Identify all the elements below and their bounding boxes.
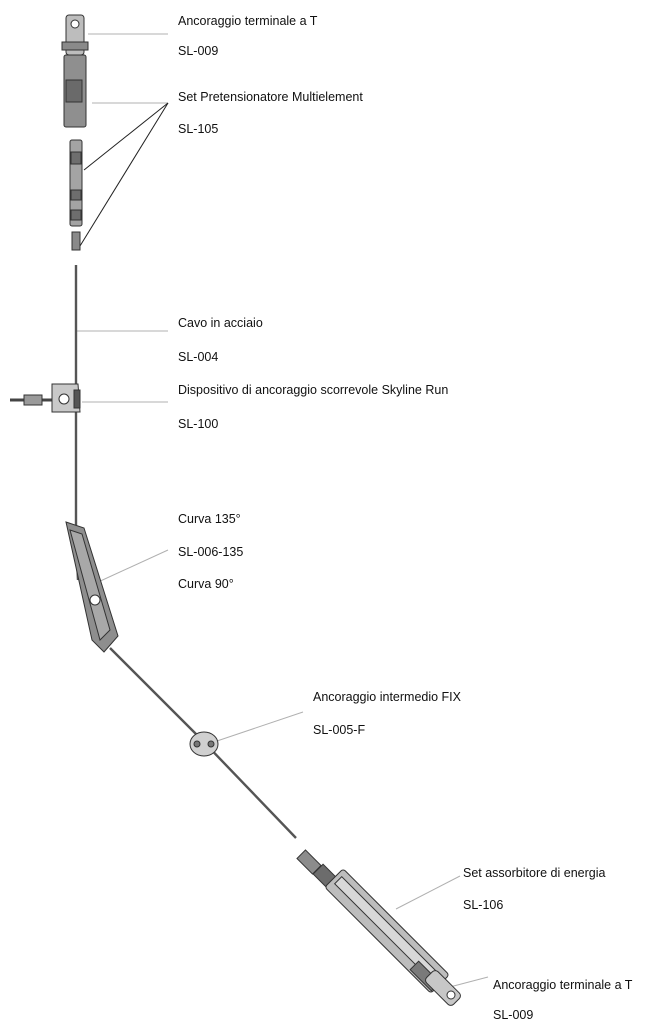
leader-curve [95,549,169,584]
label-cable-code: SL-004 [178,350,219,364]
label-terminal-top-name: Ancoraggio terminale a T [178,14,318,28]
label-intermediate-name: Ancoraggio intermedio FIX [313,690,461,704]
energy-absorber-set [296,849,449,993]
label-sliding-code: SL-100 [178,417,219,431]
terminal-anchor-bottom [425,970,461,1006]
leader-lines [77,33,489,989]
label-curve-code: SL-006-135 [178,545,244,559]
pointer-lines [79,102,169,247]
intermediate-anchor-fix [189,731,219,757]
label-absorber-name: Set assorbitore di energia [463,866,606,880]
leader-intermediate [213,711,304,743]
label-terminal-bottom-name: Ancoraggio terminale a T [493,978,633,992]
terminal-anchor-top [61,14,89,128]
label-intermediate-code: SL-005-F [313,723,366,737]
label-sliding-name: Dispositivo di ancoraggio scorrevole Sky… [178,383,449,397]
label-absorber-code: SL-106 [463,898,504,912]
label-curve-extra: Curva 90° [178,577,234,591]
label-cable-name: Cavo in acciaio [178,316,263,330]
label-terminal-bottom-code: SL-009 [493,1008,534,1022]
pretensioner-set [69,139,83,251]
leader-absorber [395,875,461,910]
label-curve-name: Curva 135° [178,512,241,526]
label-pretensioner-code: SL-105 [178,122,219,136]
label-terminal-top-code: SL-009 [178,44,219,58]
curve-element [65,521,119,653]
sliding-anchor-device [10,383,81,413]
label-pretensioner-name: Set Pretensionatore Multielement [178,90,363,104]
